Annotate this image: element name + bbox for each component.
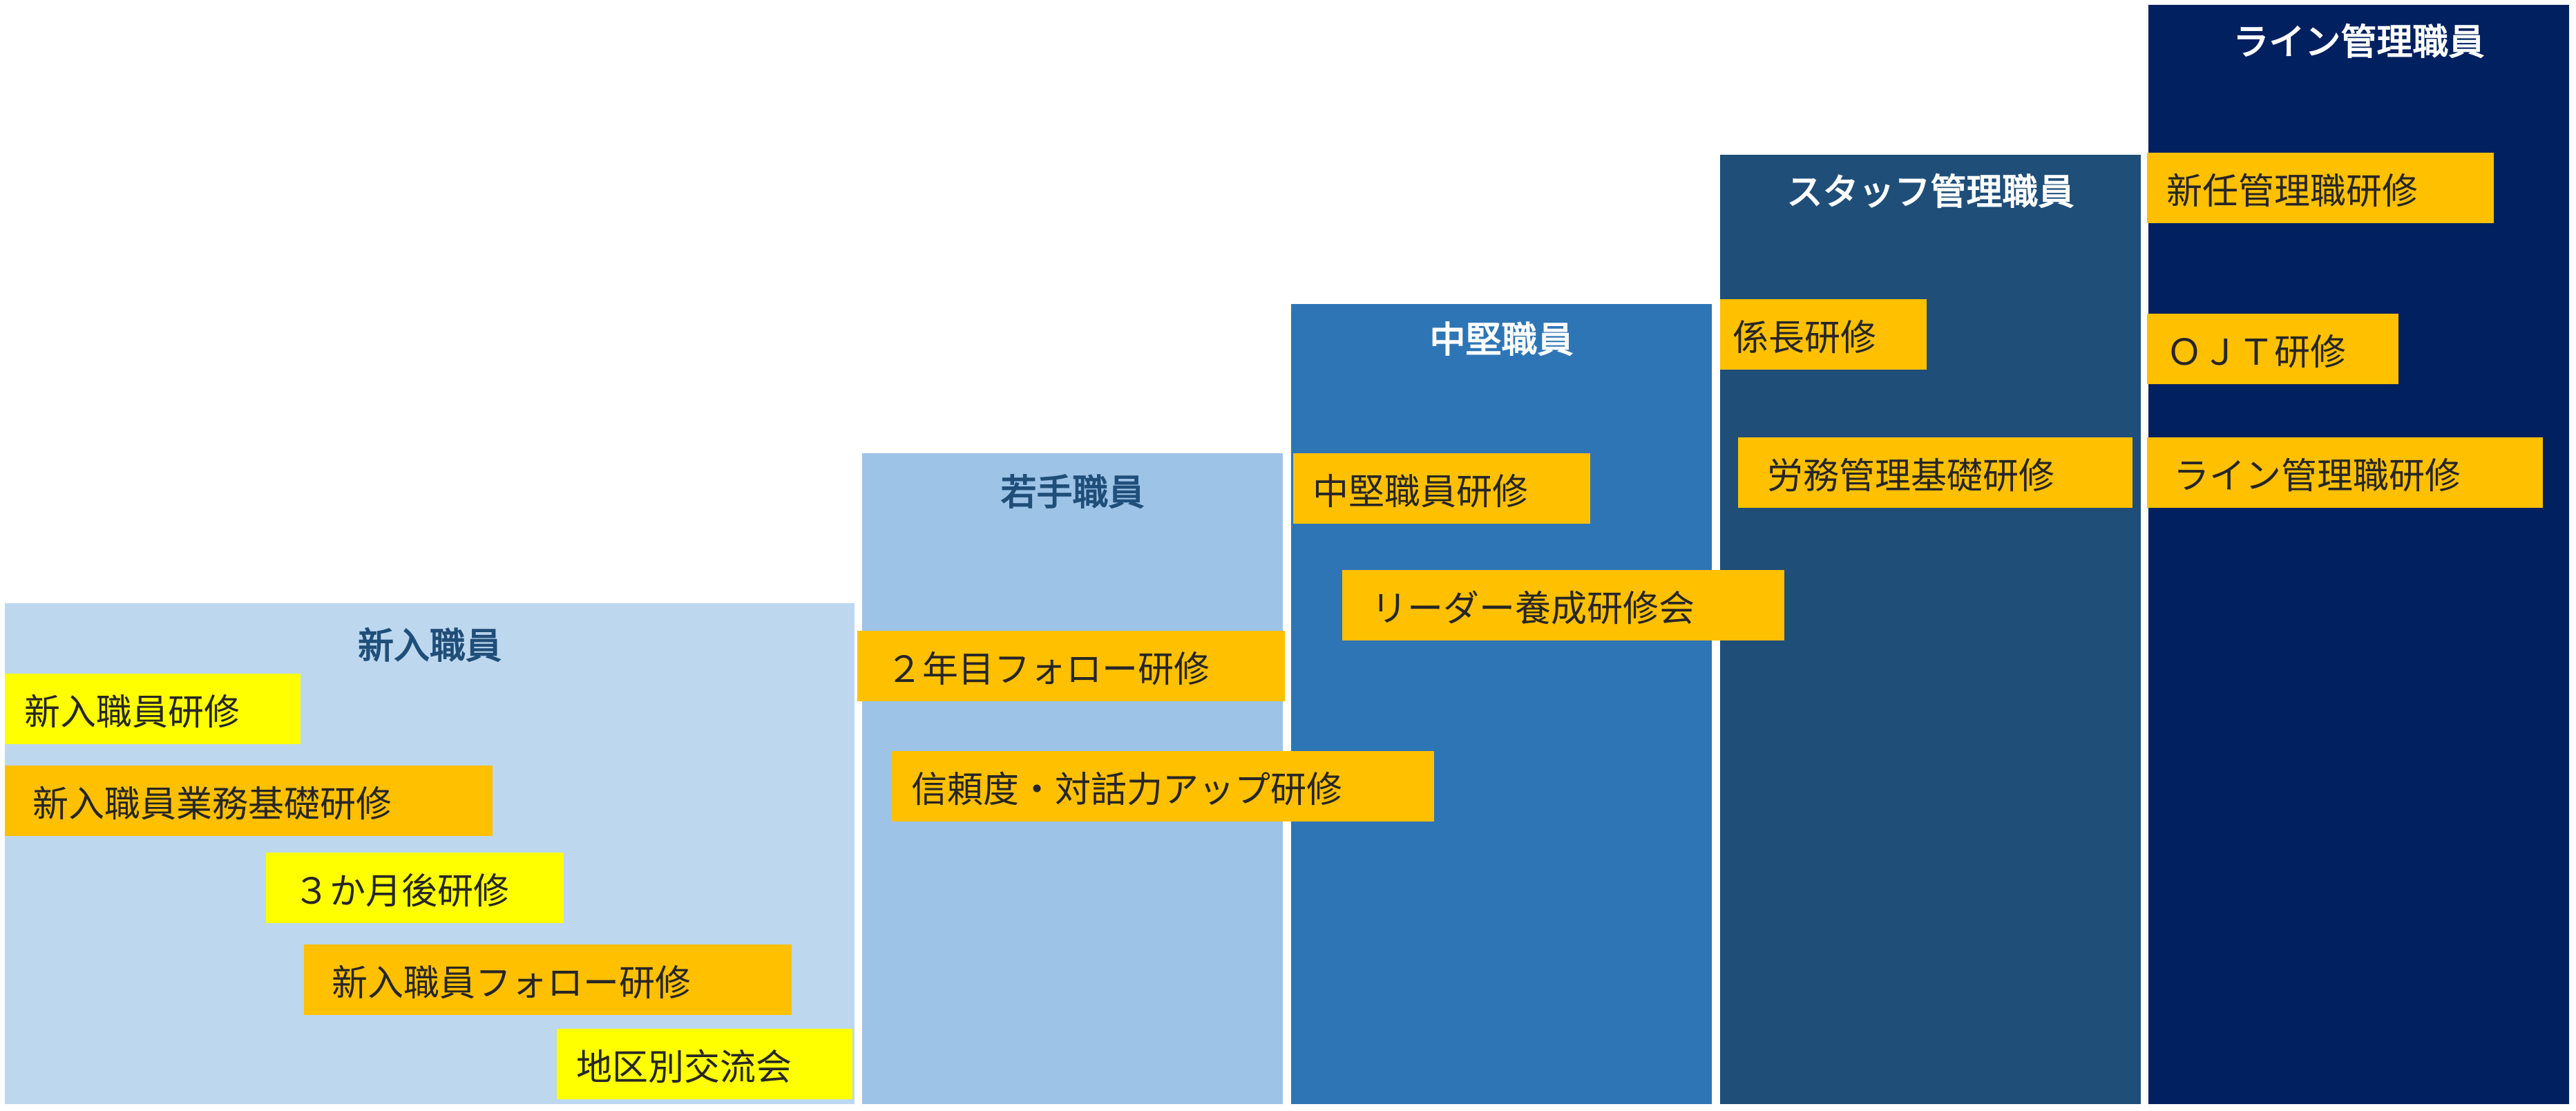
training-item: 中堅職員研修 (1293, 453, 1590, 524)
level-title: 新入職員 (357, 626, 502, 667)
training-item: 新入職員フォロー研修 (304, 944, 792, 1015)
training-item: ライン管理職研修 (2147, 437, 2543, 508)
training-item: 新入職員研修 (5, 674, 300, 744)
training-item: ＯＪＴ研修 (2147, 314, 2398, 384)
level-title: 中堅職員 (1429, 320, 1574, 361)
level-title: ライン管理職員 (2233, 22, 2485, 64)
level-title: スタッフ管理職員 (1786, 172, 2074, 213)
training-item: 新入職員業務基礎研修 (5, 766, 493, 836)
level-title: 若手職員 (1000, 473, 1145, 514)
training-item: ３か月後研修 (266, 853, 564, 923)
level-mid-staff: 中堅職員 (1291, 304, 1712, 1104)
training-item: 係長研修 (1720, 299, 1927, 370)
training-item: 新任管理職研修 (2147, 153, 2494, 223)
training-item: リーダー養成研修会 (1342, 570, 1784, 640)
training-item: 労務管理基礎研修 (1738, 437, 2133, 508)
training-item: ２年目フォロー研修 (857, 631, 1285, 701)
training-item: 地区別交流会 (557, 1029, 852, 1099)
training-item: 信頼度・対話力アップ研修 (892, 751, 1434, 822)
